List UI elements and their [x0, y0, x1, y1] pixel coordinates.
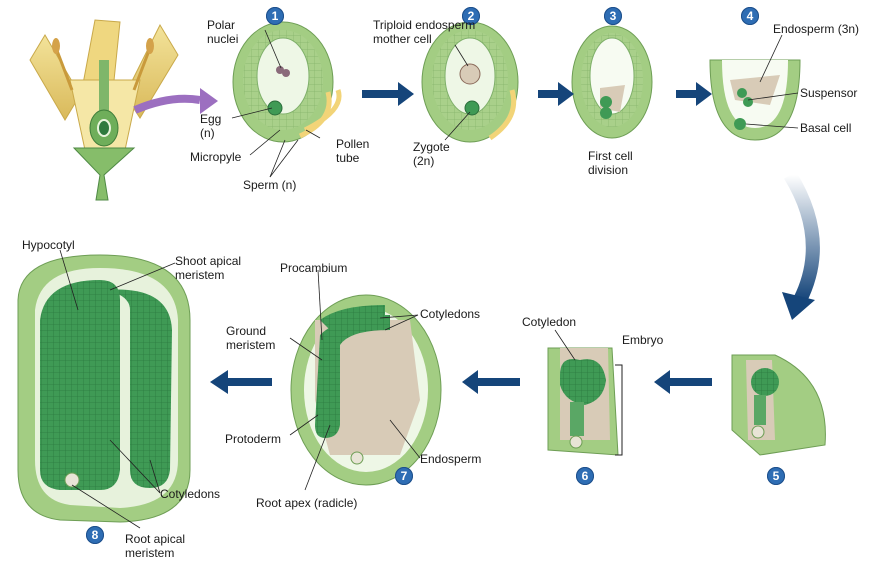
label-root-apex: Root apex (radicle) [256, 496, 358, 510]
label-cotyledons-8: Cotyledons [160, 487, 221, 501]
label-endosperm-7: Endosperm [420, 452, 482, 466]
ovule-step-1 [232, 21, 342, 143]
leader-lines [59, 29, 799, 529]
label-polar-nuclei: Polar nuclei [207, 18, 239, 46]
arrow-left-icon [210, 370, 712, 394]
seed-step-5 [731, 354, 826, 456]
seed-step-6 [547, 347, 623, 456]
step-badge-2: 2 [462, 7, 480, 25]
label-protoderm: Protoderm [225, 432, 282, 446]
ovule-step-2 [421, 21, 519, 143]
label-procambium: Procambium [280, 261, 348, 275]
label-hypocotyl: Hypocotyl [22, 238, 75, 252]
step-badge-3: 3 [604, 7, 622, 25]
seed-step-8 [17, 254, 191, 523]
label-pollen-tube: Pollen tube [336, 137, 370, 165]
label-endosperm-3n: Endosperm (3n) [773, 22, 860, 36]
seed-step-4 [709, 59, 801, 141]
curved-arrow-icon [782, 171, 820, 320]
arrow-right-icon [362, 82, 712, 106]
label-embryo: Embryo [622, 333, 664, 347]
label-shoot-apical-meristem: Shoot apical meristem [175, 254, 242, 282]
label-triploid: Triploid endosperm mother cell [373, 18, 476, 46]
step-badge-4: 4 [741, 7, 759, 25]
label-micropyle: Micropyle [190, 150, 242, 164]
label-first-division: First cell division [588, 149, 633, 177]
label-basal-cell: Basal cell [800, 121, 852, 135]
seed-step-7 [290, 294, 442, 486]
flower-icon [29, 19, 179, 201]
label-zygote: Zygote (2n) [413, 140, 450, 168]
ovule-step-3 [571, 25, 653, 139]
label-cotyledons-7: Cotyledons [420, 307, 481, 321]
label-egg: Egg (n) [200, 112, 222, 140]
label-ground-meristem: Ground meristem [226, 324, 276, 352]
label-root-apical-meristem: Root apical meristem [125, 532, 186, 560]
label-suspensor: Suspensor [800, 86, 858, 100]
step-badge-1: 1 [266, 7, 284, 25]
step-badge-6: 6 [576, 467, 594, 485]
label-sperm: Sperm (n) [243, 178, 297, 192]
step-badge-8: 8 [86, 526, 104, 544]
step-badge-7: 7 [395, 467, 413, 485]
label-cotyledon-6: Cotyledon [522, 315, 577, 329]
step-badge-5: 5 [767, 467, 785, 485]
